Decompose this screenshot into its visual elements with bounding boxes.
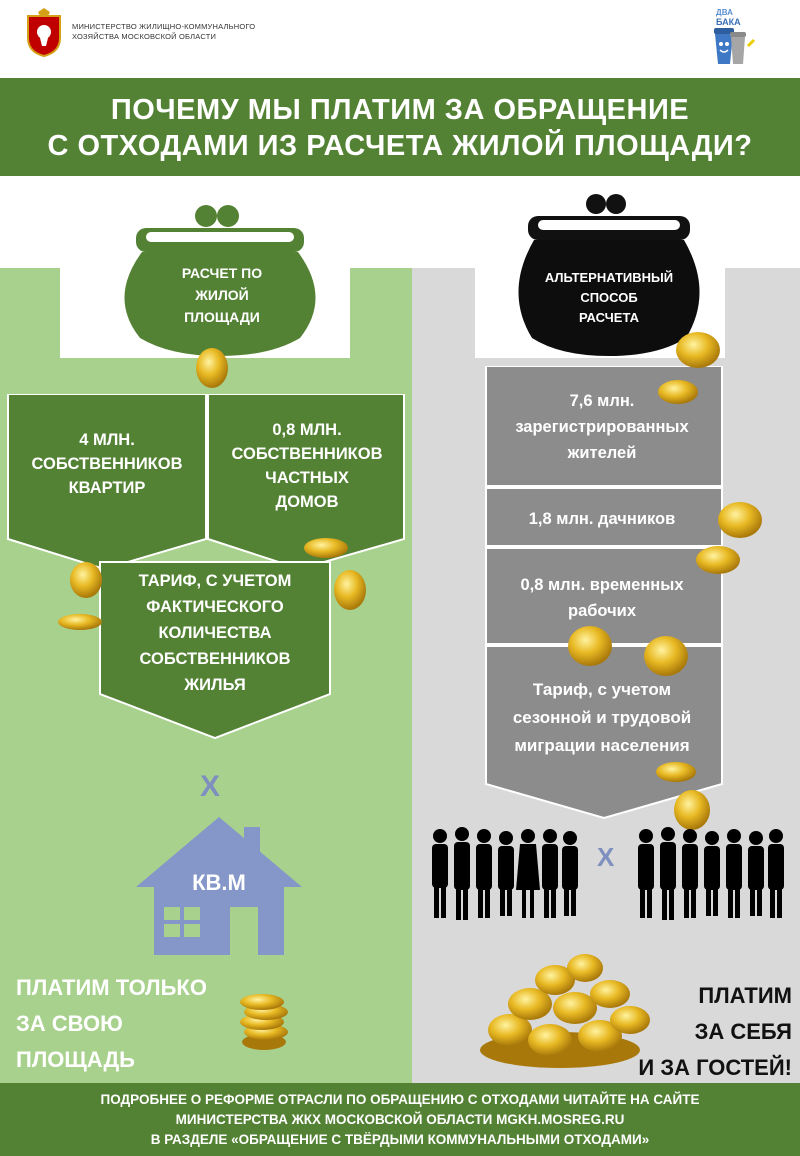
svg-text:БАКА: БАКА [716,17,741,27]
two-bins-logo-icon: ДВА БАКА [714,8,756,64]
right-multiply-sign: X [597,842,615,872]
footer-line-3: В РАЗДЕЛЕ «ОБРАЩЕНИЕ С ТВЁРДЫМИ КОММУНАЛ… [150,1132,650,1147]
left-conclusion: ПЛАТИМ ТОЛЬКО ЗА СВОЮ ПЛОЩАДЬ [16,970,256,1078]
left-conclusion-line: ПЛАТИМ ТОЛЬКО [16,975,207,1000]
left-conclusion-line: ПЛОЩАДЬ [16,1047,135,1072]
right-box1-line: зарегистрированных [515,418,689,436]
left-box-tariff [99,561,331,740]
footer [0,1083,800,1156]
right-box1-text: 7,6 млн. зарегистрированных жителей [488,388,716,466]
left-box1-line: СОБСТВЕННИКОВ [31,455,183,473]
title-line-1: ПОЧЕМУ МЫ ПЛАТИМ ЗА ОБРАЩЕНИЕ [110,94,690,126]
right-purse-line: АЛЬТЕРНАТИВНЫЙ [544,270,674,285]
right-box3-text: 0,8 млн. временных рабочих [488,572,716,624]
ministry-line-2: ХОЗЯЙСТВА МОСКОВСКОЙ ОБЛАСТИ [72,32,217,41]
right-tariff-line: Тариф, с учетом [532,680,672,699]
right-box2-text: 1,8 млн. дачников [488,506,716,532]
right-box1-line: 7,6 млн. [569,392,635,410]
footer-line-2: МИНИСТЕРСТВА ЖКХ МОСКОВСКОЙ ОБЛАСТИ MGKH… [175,1112,625,1127]
left-box1-text: 4 МЛН. СОБСТВЕННИКОВ КВАРТИР [12,428,202,500]
right-box3-line: рабочих [567,602,636,620]
left-purse-label: РАСЧЕТ ПО ЖИЛОЙ ПЛОЩАДИ [142,262,302,328]
left-multiply-sign: X [200,770,221,803]
black-purse-icon [518,194,700,356]
right-tariff-line: сезонной и трудовой [512,708,692,727]
left-box2-line: СОБСТВЕННИКОВ [231,445,383,463]
header [0,0,800,78]
people-silhouettes-icon [432,827,784,920]
left-purse-line: ЖИЛОЙ [195,287,249,303]
right-tariff-text: Тариф, с учетом сезонной и трудовой мигр… [488,676,716,760]
right-purse-label: АЛЬТЕРНАТИВНЫЙ СПОСОБ РАСЧЕТА [524,268,694,328]
left-box-apartments [7,394,207,571]
right-conclusion-line: И ЗА ГОСТЕЙ! [638,1055,792,1080]
title-line-2: С ОТХОДАМИ ИЗ РАСЧЕТА ЖИЛОЙ ПЛОЩАДИ? [47,130,753,162]
left-tariff-line: КОЛИЧЕСТВА [158,624,272,642]
left-tariff-line: СОБСТВЕННИКОВ [139,650,291,668]
left-box2-text: 0,8 МЛН. СОБСТВЕННИКОВ ЧАСТНЫХ ДОМОВ [212,418,402,514]
right-box1-line: жителей [567,444,637,462]
ministry-line-1: МИНИСТЕРСТВО ЖИЛИЩНО-КОММУНАЛЬНОГО [72,22,256,31]
left-tariff-text: ТАРИФ, С УЧЕТОМ ФАКТИЧЕСКОГО КОЛИЧЕСТВА … [104,568,326,698]
svg-text:ДВА: ДВА [716,8,733,17]
left-conclusion-line: ЗА СВОЮ [16,1011,123,1036]
coat-of-arms-icon [27,8,61,58]
left-flow-diagram [7,394,405,740]
left-tariff-line: ТАРИФ, С УЧЕТОМ [138,572,292,590]
footer-line-1: ПОДРОБНЕЕ О РЕФОРМЕ ОТРАСЛИ ПО ОБРАЩЕНИЮ… [100,1092,700,1107]
ministry-name: МИНИСТЕРСТВО ЖИЛИЩНО-КОММУНАЛЬНОГО ХОЗЯЙ… [72,22,272,42]
right-conclusion-line: ПЛАТИМ [698,983,792,1008]
left-box-houses [207,394,405,571]
left-purse-line: РАСЧЕТ ПО [181,265,263,281]
left-tariff-line: ЖИЛЬЯ [184,676,246,694]
left-box2-line: ДОМОВ [275,493,339,511]
left-box1-line: 4 МЛН. [79,431,135,449]
right-tariff-line: миграции населения [514,736,690,755]
right-box3-line: 0,8 млн. временных [520,576,684,594]
right-purse-line: РАСЧЕТА [579,310,639,325]
right-conclusion: ПЛАТИМ ЗА СЕБЯ И ЗА ГОСТЕЙ! [560,978,792,1086]
left-purse-line: ПЛОЩАДИ [184,309,260,325]
title-band [0,78,800,176]
green-purse-icon [124,205,316,356]
page-title: ПОЧЕМУ МЫ ПЛАТИМ ЗА ОБРАЩЕНИЕ С ОТХОДАМИ… [0,92,800,164]
left-box1-line: КВАРТИР [68,479,146,497]
right-purse-line: СПОСОБ [580,290,638,305]
house-label: КВ.М [192,870,246,895]
left-box2-line: 0,8 МЛН. [272,421,342,439]
right-conclusion-line: ЗА СЕБЯ [694,1019,792,1044]
right-box-dacha [485,487,723,547]
right-box2-line: 1,8 млн. дачников [528,510,676,528]
left-box2-line: ЧАСТНЫХ [265,469,349,487]
house-icon [136,817,302,955]
left-tariff-line: ФАКТИЧЕСКОГО [146,598,284,616]
